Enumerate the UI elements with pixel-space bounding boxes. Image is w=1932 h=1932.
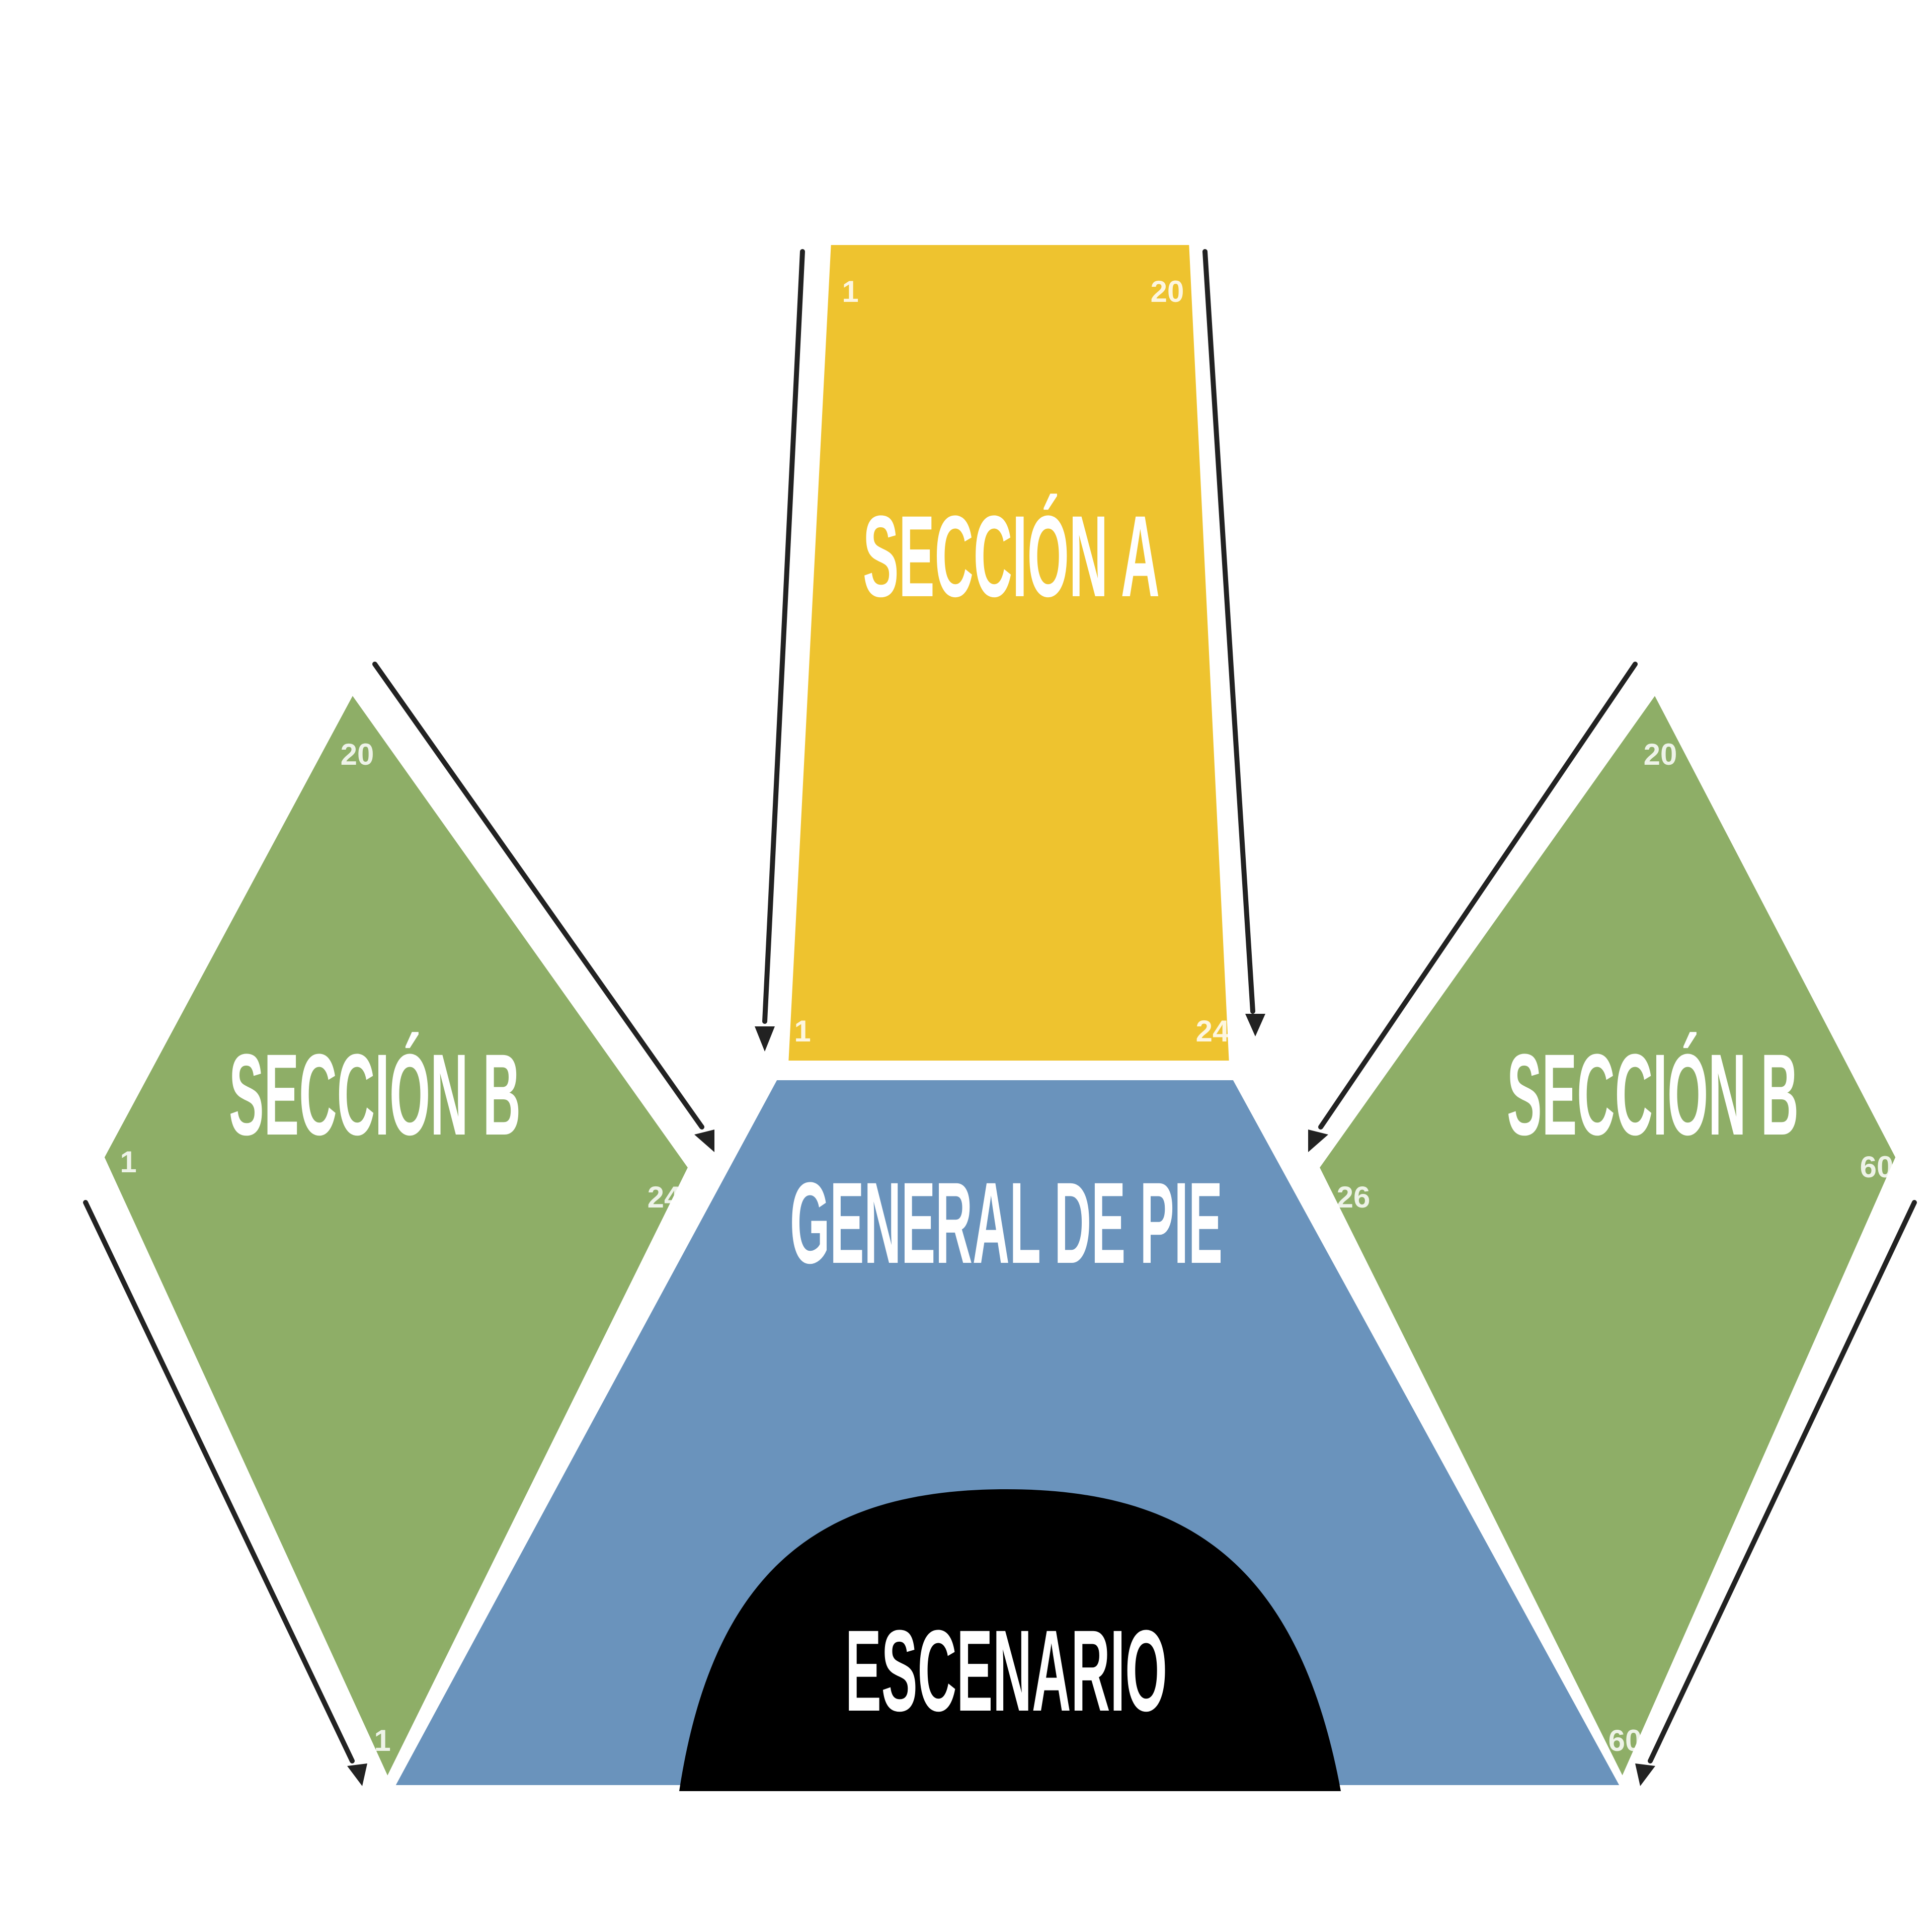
seat-number: 60 — [1608, 1724, 1642, 1757]
row-guide-a-left-arrow — [755, 1026, 775, 1052]
section-b-right-label: SECCIÓN B — [1507, 1030, 1799, 1159]
row-guide-br-top — [1318, 662, 1638, 1130]
seat-number: 1 — [120, 1145, 136, 1179]
stage-escenario — [679, 1489, 1341, 1791]
row-guides — [83, 249, 1917, 1786]
row-guide-br-top-arrow — [1308, 1130, 1328, 1152]
seat-number: 20 — [1151, 275, 1184, 308]
row-guide-a-right-arrow — [1245, 1014, 1265, 1036]
section-a[interactable] — [781, 238, 1237, 1068]
seat-number: 20 — [341, 738, 374, 771]
seat-number: 1 — [374, 1724, 390, 1757]
row-guide-a-right — [1202, 249, 1255, 1014]
seat-number: 60 — [1860, 1150, 1894, 1184]
seat-number: 24 — [648, 1180, 681, 1214]
row-guide-bl-top-arrow — [694, 1130, 714, 1152]
stage-label: ESCENARIO — [845, 1606, 1167, 1735]
section-b-left[interactable] — [97, 682, 696, 1792]
row-guide-br-bottom-arrow — [1635, 1763, 1655, 1786]
row-guide-bl-bottom-arrow — [347, 1763, 367, 1786]
row-guide-br-bottom — [1648, 1200, 1917, 1763]
section-general-de-pie[interactable] — [384, 1073, 1631, 1792]
row-guide-bl-top — [372, 662, 704, 1130]
row-guide-bl-bottom — [83, 1200, 355, 1763]
section-b-left-label: SECCIÓN B — [229, 1030, 521, 1159]
row-guide-a-left — [762, 249, 805, 1024]
seat-number: 24 — [1196, 1014, 1230, 1048]
section-general-label: GENERAL DE PIE — [790, 1158, 1223, 1287]
seat-number: 1 — [794, 1014, 811, 1048]
seat-number: 26 — [1337, 1180, 1371, 1214]
section-b-right[interactable] — [1311, 682, 1903, 1792]
seat-number: 20 — [1644, 738, 1677, 771]
seat-number: 1 — [842, 275, 858, 308]
section-a-label: SECCIÓN A — [863, 492, 1160, 621]
